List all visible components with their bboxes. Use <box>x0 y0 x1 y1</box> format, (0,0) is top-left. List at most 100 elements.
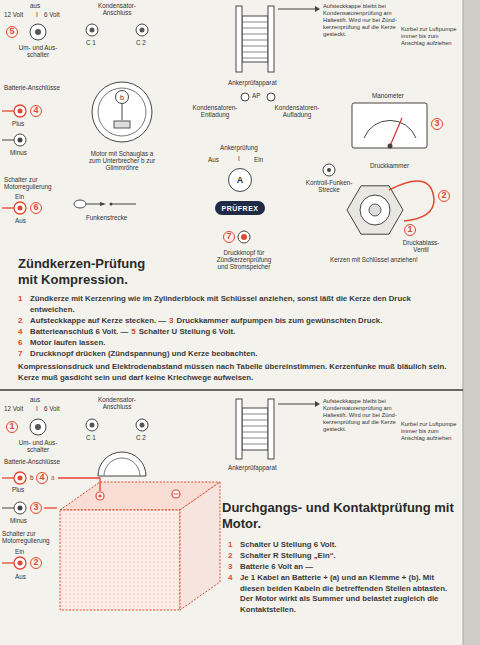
armature-tester-coil <box>242 420 268 421</box>
battery <box>96 492 104 500</box>
note-text: Aufsteckkappe bleibt bei Kondensatorenpr… <box>323 398 399 433</box>
part-label: Kondensator- Anschluss <box>92 2 142 16</box>
callout-number: 3 <box>431 118 443 130</box>
part-label: AP <box>252 92 260 99</box>
capacitor-terminal <box>90 28 95 33</box>
part-label: I <box>36 11 38 18</box>
step-number: 6 <box>18 338 22 349</box>
battery-terminal <box>14 105 26 117</box>
motor-dial <box>92 82 152 142</box>
capacitor-terminal <box>136 24 148 36</box>
armature-tester-coil <box>236 399 320 459</box>
motor-switch <box>14 557 26 569</box>
motor-dial <box>98 452 146 476</box>
part-label: Ein <box>15 193 24 200</box>
motor-switch <box>18 206 23 211</box>
spark-gap <box>74 200 86 208</box>
part-label: 6 Volt <box>44 405 60 412</box>
paper <box>463 0 464 645</box>
instruction-text: Batterie 6 Volt an — <box>240 562 313 573</box>
battery-terminal <box>2 110 14 111</box>
battery <box>172 490 180 498</box>
battery-terminal <box>2 140 14 141</box>
battery <box>60 510 180 610</box>
callout-number: 1 <box>6 421 18 433</box>
dial-circle: b <box>115 90 129 104</box>
pressure-chamber <box>347 186 403 234</box>
selector-switch <box>30 24 46 40</box>
capacitor-terminal <box>86 419 148 431</box>
callout-number: 2 <box>438 190 450 202</box>
capacitor-terminal <box>90 423 95 428</box>
callout-number: 6 <box>30 202 42 214</box>
part-label: C 2 <box>136 434 146 441</box>
motor-dial <box>98 452 146 476</box>
battery-terminal <box>2 508 14 509</box>
part-label: Aus <box>15 573 26 580</box>
instruction-text: Aufsteckkappe auf Kerze stecken. — <box>30 316 166 327</box>
battery-terminal <box>2 472 100 514</box>
part-label: Kondensatoren- Aufladung <box>270 104 324 118</box>
instruction-text: Je 1 Kabel an Batterie + (a) und an Klem… <box>240 573 454 615</box>
manometer <box>352 103 427 149</box>
motor-dial <box>92 82 152 142</box>
selector-switch <box>30 419 46 435</box>
spark-gap <box>74 200 136 208</box>
part-label: Ankerprüfapparat <box>228 79 277 86</box>
part-label: Batterie-Anschlüsse <box>4 458 60 465</box>
motor-switch <box>2 207 14 208</box>
control-spark-gap <box>323 164 335 176</box>
armature-tester-coil <box>242 414 268 415</box>
part-label: b <box>30 474 34 481</box>
battery-terminal <box>2 477 14 478</box>
paper <box>0 0 463 645</box>
step-number: 3 <box>228 562 232 573</box>
battery-terminal <box>18 506 23 511</box>
battery-terminal <box>2 105 26 146</box>
part-label: Um- und Aus- schalter <box>16 44 60 58</box>
instruction-text: Batterieanschluß 6 Volt. — <box>30 327 128 338</box>
part-label: aus <box>30 396 40 403</box>
note-text: Kurbel zur Luftpumpe immer bis zum Ansch… <box>401 421 459 442</box>
battery-terminal <box>14 134 26 146</box>
motor-dial <box>114 121 130 128</box>
armature-tester-coil <box>315 401 320 407</box>
armature-tester-coil <box>236 6 242 72</box>
part-label: Druckknopf für Zündkerzenprüfung und Str… <box>212 249 276 271</box>
spark-gap <box>86 204 100 205</box>
armature-tester-coil <box>242 438 268 439</box>
motor-dial <box>104 458 140 476</box>
armature-tester-coil <box>242 408 268 450</box>
battery <box>180 482 220 610</box>
armature-tester-coil <box>242 58 268 59</box>
part-label: Aus <box>208 156 219 163</box>
capacitor-terminal <box>140 423 145 428</box>
step-number: 3 <box>169 316 173 327</box>
spark-gap <box>111 204 136 205</box>
control-spark-gap <box>323 164 335 176</box>
part-label: Funkenstrecke <box>86 214 127 221</box>
battery-terminal <box>18 138 23 143</box>
part-label: Kondensatoren- Entladung <box>188 104 242 118</box>
knob-circle: A <box>228 168 252 192</box>
step-number: 5 <box>131 327 135 338</box>
armature-tester-coil <box>268 399 274 459</box>
selector-switch <box>30 24 46 40</box>
motor-switch <box>14 202 26 214</box>
part-label: Um- und Aus- schalter <box>16 439 60 453</box>
pressure-chamber <box>347 181 434 234</box>
paper <box>463 0 480 645</box>
armature-tester-coil <box>278 404 316 405</box>
step-number: 2 <box>228 551 232 562</box>
push-button <box>238 231 250 243</box>
motor-switch <box>2 202 26 214</box>
motor-switch <box>18 561 23 566</box>
push-button <box>238 231 250 243</box>
part-label: Kondensator- Anschluss <box>92 396 142 410</box>
part-label: aus <box>30 2 40 9</box>
battery-terminal <box>44 507 57 508</box>
part-label: C 1 <box>86 434 96 441</box>
pressure-chamber <box>389 181 434 221</box>
part-label: Druckkammer <box>370 162 409 169</box>
instruction-text: Schalter U Stellung 6 Volt. <box>240 540 336 551</box>
